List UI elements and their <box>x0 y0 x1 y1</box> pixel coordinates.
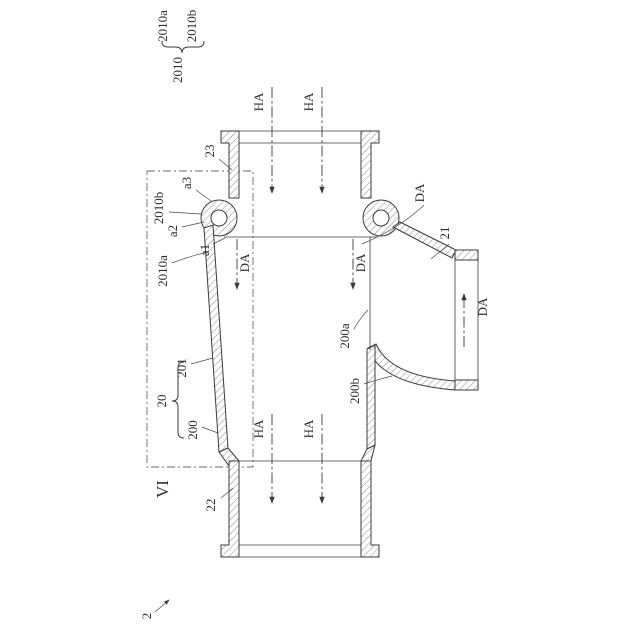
bell-lip-left-core <box>210 209 228 227</box>
label-2010: 2010 <box>170 57 185 83</box>
detail-region-vi-box <box>146 170 254 468</box>
assembly-pointer-arrow <box>154 599 170 613</box>
leader-2010a <box>171 251 209 264</box>
outlet-wall-right <box>360 460 380 558</box>
leader-200a <box>353 309 369 330</box>
label-20: 20 <box>154 395 169 408</box>
label-23: 23 <box>202 145 217 158</box>
label-201: 201 <box>174 358 189 378</box>
reference-labels: 2010a 2010b 2010 HA HA 23 a3 2010b a2 a1… <box>139 10 490 620</box>
label-da-upper-right: DA <box>412 183 427 202</box>
leader-22 <box>220 487 234 499</box>
inlet-wall-left <box>220 130 240 199</box>
outlet-wall-left <box>220 460 240 558</box>
label-da-body-left: DA <box>237 253 252 272</box>
brace-20-group <box>171 361 185 439</box>
label-2010b: 2010b <box>151 192 166 225</box>
leader-da-upper-right <box>361 204 425 245</box>
flow-arrows <box>234 87 467 504</box>
label-21: 21 <box>437 227 452 240</box>
leader-a3 <box>195 189 212 202</box>
leader-200 <box>201 426 219 434</box>
body-wall-left <box>203 224 229 453</box>
label-a2: a2 <box>165 225 180 237</box>
leader-23 <box>218 158 233 171</box>
brace-2010-group <box>161 40 205 54</box>
label-2010a: 2010a <box>155 255 170 287</box>
label-22: 22 <box>203 499 218 512</box>
branch-socket-bottom <box>454 379 479 391</box>
leader-lines <box>154 158 450 613</box>
body-wall-right-lower <box>366 344 376 450</box>
leader-2010b <box>168 211 202 215</box>
label-da-branch: DA <box>475 297 490 316</box>
leader-21 <box>430 243 450 260</box>
branch-wall-bottom <box>367 343 456 391</box>
label-a3: a3 <box>179 177 194 189</box>
label-2-assembly: 2 <box>139 613 154 620</box>
leader-a2 <box>181 221 205 228</box>
leader-201 <box>190 357 214 365</box>
label-ha-inlet-left: HA <box>251 92 266 111</box>
bell-lip-right-core <box>372 209 390 227</box>
inlet-wall-right <box>360 130 380 199</box>
label-a1: a1 <box>197 244 212 256</box>
label-200b: 200b <box>347 378 362 404</box>
label-2010a-group: 2010a <box>155 10 170 42</box>
leader-a1 <box>212 237 226 245</box>
label-da-body-right: DA <box>353 253 368 272</box>
branch-socket-top <box>454 249 479 261</box>
label-200a: 200a <box>337 323 352 349</box>
label-2010b-group: 2010b <box>184 10 199 43</box>
label-ha-outlet-right: HA <box>301 419 316 438</box>
label-ha-inlet-right: HA <box>301 92 316 111</box>
edge-lines <box>224 130 479 558</box>
label-vi-detail: VI <box>153 480 172 498</box>
leader-200b <box>363 375 393 385</box>
label-200: 200 <box>185 420 200 440</box>
label-ha-outlet-left: HA <box>251 419 266 438</box>
